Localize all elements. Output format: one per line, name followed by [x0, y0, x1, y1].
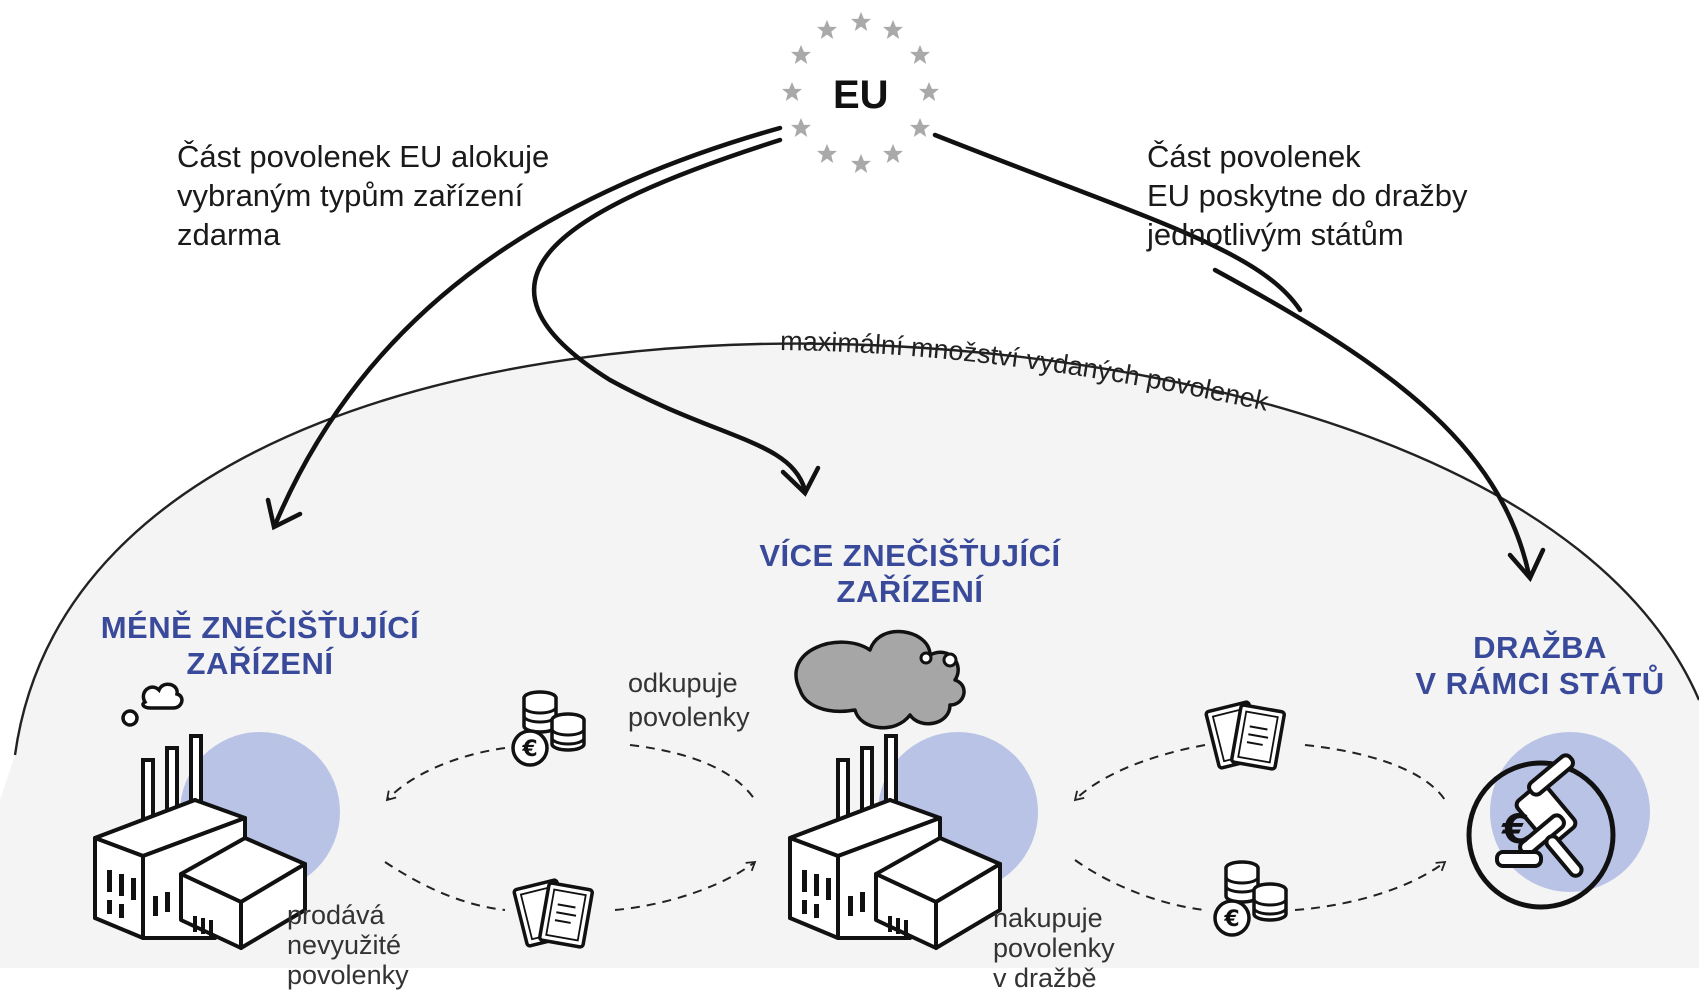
smoke-dot [919, 651, 933, 665]
star-icon [851, 12, 871, 31]
arrow-eu-to-more-polluting [531, 137, 808, 493]
star-icon [883, 144, 903, 163]
buys-in-auction-label: nakupuje povolenky v dražbě [993, 903, 1115, 994]
trade-arrow-auction-bottom-right [1294, 860, 1447, 911]
arrow-head-more [780, 465, 821, 497]
star-icon [791, 45, 811, 64]
star-icon [851, 154, 871, 173]
trade-arrow-auction-top [1073, 744, 1206, 802]
trade-arrow-buyback-right [629, 744, 756, 801]
auction-allocation-note: Část povolenek EU poskytne do dražby jed… [1147, 139, 1468, 252]
star-icon [910, 45, 930, 64]
sells-unused-label: prodává nevyužité povolenky [287, 900, 409, 991]
star-icon [791, 118, 811, 137]
less-polluting-title: MÉNĚ ZNEČIŠŤUJÍCÍ ZAŘÍZENÍ [100, 610, 420, 681]
cap-dome-outline [13, 342, 1699, 756]
trade-arrow-sell [384, 861, 506, 911]
star-icon [919, 82, 939, 101]
bottom-band [0, 968, 1699, 995]
buys-back-label: odkupuje povolenky [628, 668, 750, 732]
arrow-head-less [265, 497, 303, 531]
trade-arrow-buyback [385, 747, 506, 802]
free-allocation-note: Část povolenek EU alokuje vybraným typům… [177, 139, 550, 252]
trade-arrow-auction-bottom [1074, 859, 1206, 911]
arrow-eu-to-auction-lower [1212, 267, 1532, 578]
trade-arrow-sell-right [614, 860, 757, 911]
smoke-dot [942, 652, 958, 668]
trade-arrow-auction-top-right [1304, 744, 1446, 801]
star-icon [883, 20, 903, 39]
star-icon [817, 144, 837, 163]
star-icon [817, 20, 837, 39]
more-polluting-title: VÍCE ZNEČIŠŤUJÍCÍ ZAŘÍZENÍ [759, 538, 1061, 609]
star-icon [782, 82, 802, 101]
eu-label: EU [833, 73, 889, 117]
smoke-puff-icon [121, 682, 184, 727]
euro-icon: € [1501, 807, 1530, 853]
auction-title: DRAŽBA V RÁMCI STÁTŮ [1415, 630, 1665, 701]
certificates-icon [1203, 699, 1287, 772]
certificates-icon [511, 877, 595, 950]
arrow-eu-to-less-polluting [272, 125, 783, 528]
arrow-eu-to-auction [932, 132, 1303, 313]
star-icon [910, 118, 930, 137]
gavel-icon: € [1466, 753, 1616, 910]
arrow-head-auction [1507, 547, 1546, 583]
